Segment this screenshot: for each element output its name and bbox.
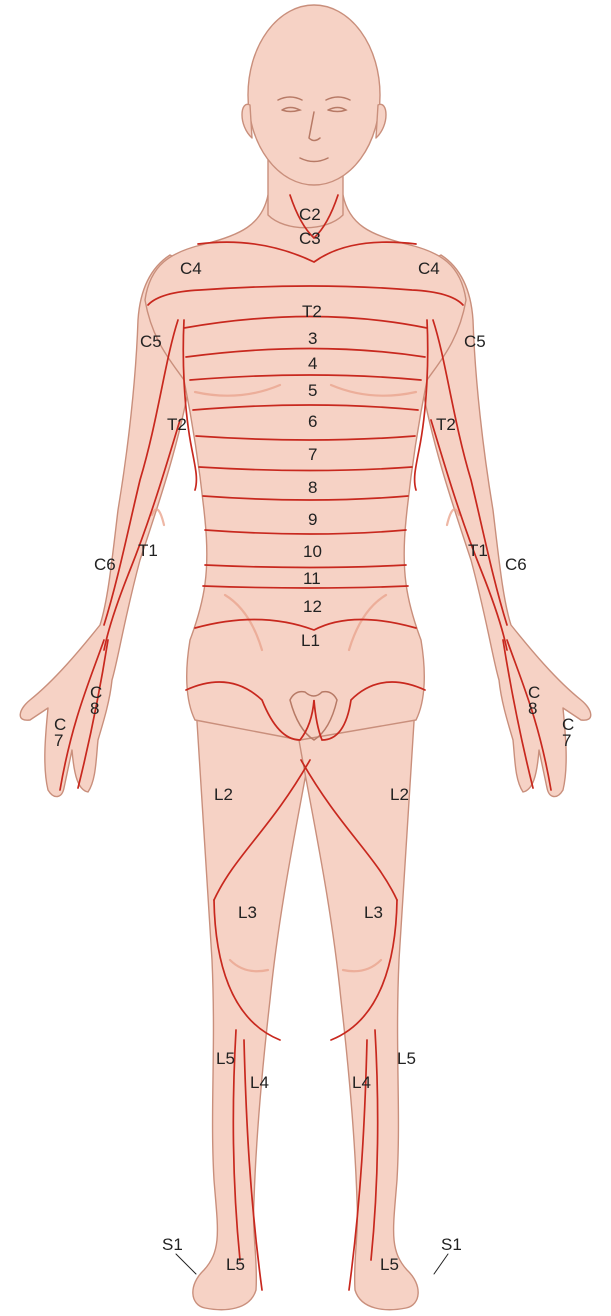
label-l2-right: L2	[214, 785, 233, 804]
label-l5-foot-right: L5	[226, 1255, 245, 1274]
label-t4: 4	[308, 354, 317, 373]
label-t7: 7	[308, 445, 317, 464]
label-c3: C3	[299, 229, 321, 248]
label-t2: T2	[302, 302, 322, 321]
label-t1-right: T1	[138, 541, 158, 560]
right-leg	[193, 690, 312, 1310]
label-t6: 6	[308, 412, 317, 431]
label-c5-right: C5	[140, 332, 162, 351]
label-t8: 8	[308, 478, 317, 497]
right-ear	[242, 104, 252, 138]
label-t12: 12	[303, 597, 322, 616]
label-t1-left: T1	[468, 541, 488, 560]
left-leg	[299, 690, 418, 1310]
label-l5-foot-left: L5	[380, 1255, 399, 1274]
label-l4-left: L4	[352, 1073, 371, 1092]
label-l1: L1	[301, 631, 320, 650]
label-l4-right: L4	[250, 1073, 269, 1092]
label-t2-arm-left: T2	[436, 415, 456, 434]
label-c5-left: C5	[464, 332, 486, 351]
s1-pointer-left	[434, 1254, 448, 1274]
label-c2: C2	[299, 205, 321, 224]
label-l2-left: L2	[390, 785, 409, 804]
label-t5: 5	[308, 381, 317, 400]
head	[248, 5, 380, 185]
label-s1-left: S1	[441, 1235, 462, 1254]
label-l3-right: L3	[238, 903, 257, 922]
label-t10: 10	[303, 542, 322, 561]
label-c6-right: C6	[94, 555, 116, 574]
label-c4-right: C4	[180, 259, 202, 278]
label-c6-left: C6	[505, 555, 527, 574]
label-t9: 9	[308, 510, 317, 529]
label-l5-shin-right: L5	[216, 1049, 235, 1068]
label-c4-left: C4	[418, 259, 440, 278]
label-t2-arm-right: T2	[167, 415, 187, 434]
label-l3-left: L3	[364, 903, 383, 922]
label-s1-right: S1	[162, 1235, 183, 1254]
s1-pointer-right	[176, 1254, 196, 1274]
label-l5-shin-left: L5	[397, 1049, 416, 1068]
label-t11: 11	[303, 569, 321, 588]
label-t3: 3	[308, 329, 317, 348]
left-ear	[376, 104, 386, 138]
